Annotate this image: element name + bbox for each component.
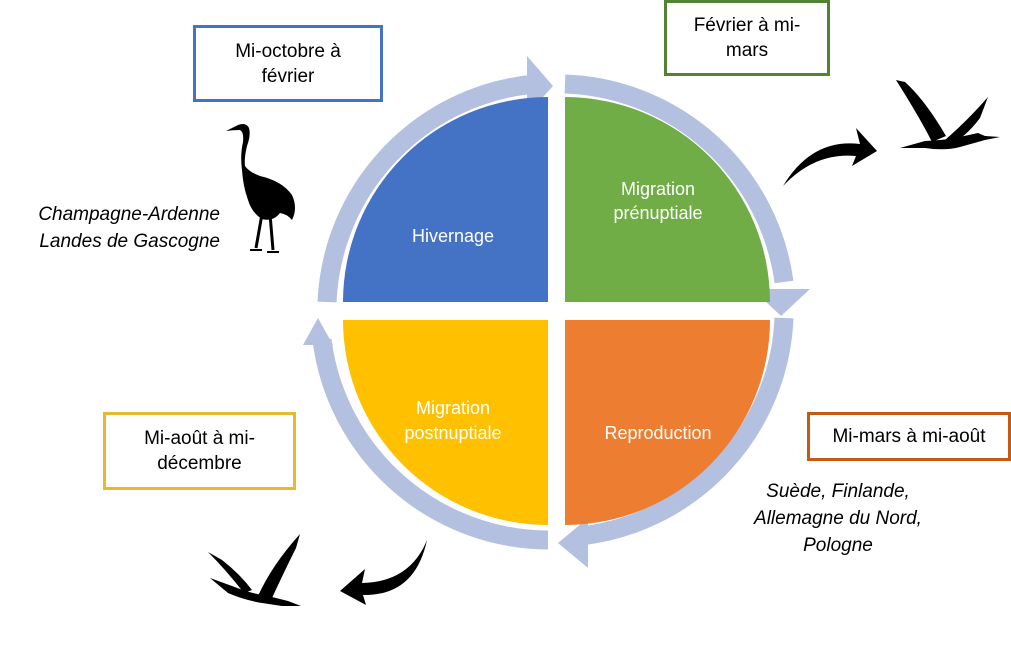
label-reproduction: Reproduction (604, 423, 711, 443)
period-hivernage-line2: février (261, 65, 315, 87)
cycle-ring (312, 74, 794, 550)
ring-arc-top-right (564, 74, 794, 284)
region-hivernage: Champagne-Ardenne Landes de Gascogne (20, 201, 220, 255)
period-box-prenuptiale: Février à mi- mars (664, 0, 830, 76)
region-hivernage-line1: Champagne-Ardenne (38, 204, 220, 225)
ring-arc-top-left (317, 74, 536, 303)
region-reproduction-line3: Pologne (803, 535, 873, 556)
label-postnuptiale-line1: Migration (416, 398, 490, 418)
ring-arrowhead-bottom (558, 518, 588, 568)
curved-arrow-icon (783, 128, 877, 186)
ring-arc-bottom-left (312, 338, 549, 550)
period-hivernage-line1: Mi-octobre à (235, 40, 341, 62)
period-postnuptiale-line1: Mi-août à mi- (144, 428, 255, 449)
region-reproduction-line2: Allemagne du Nord, (754, 508, 922, 529)
label-prenuptiale-line1: Migration (621, 179, 695, 199)
standing-crane-icon (226, 124, 295, 253)
label-prenuptiale-line2: prénuptiale (613, 203, 702, 223)
period-reproduction-line1: Mi-mars à mi-août (832, 426, 986, 447)
period-prenuptiale-line1: Février à mi- (693, 15, 801, 36)
label-postnuptiale-line2: postnuptiale (404, 423, 501, 443)
region-hivernage-line2: Landes de Gascogne (39, 231, 220, 252)
cycle-arrowheads (303, 56, 810, 568)
flying-crane-right-icon (896, 80, 1000, 150)
quadrant-hivernage (343, 97, 548, 302)
region-reproduction: Suède, Finlande, Allemagne du Nord, Polo… (738, 478, 938, 559)
curved-arrow-icon-bottom (340, 540, 427, 605)
period-box-postnuptiale: Mi-août à mi- décembre (103, 412, 296, 490)
period-box-reproduction: Mi-mars à mi-août (807, 412, 1011, 461)
quadrant-migration-postnuptiale (343, 320, 548, 525)
quadrant-migration-prenuptiale (565, 97, 770, 302)
period-box-hivernage: Mi-octobre à février (193, 25, 383, 102)
period-postnuptiale-line2: décembre (157, 453, 242, 474)
quadrant-reproduction (565, 320, 770, 525)
ring-arc-bottom-right (578, 317, 794, 546)
ring-arrowhead-left (303, 318, 333, 345)
label-hivernage: Hivernage (412, 226, 494, 246)
period-prenuptiale-line2: mars (725, 40, 769, 61)
flying-crane-left-icon (208, 534, 301, 606)
region-reproduction-line1: Suède, Finlande, (766, 481, 910, 502)
